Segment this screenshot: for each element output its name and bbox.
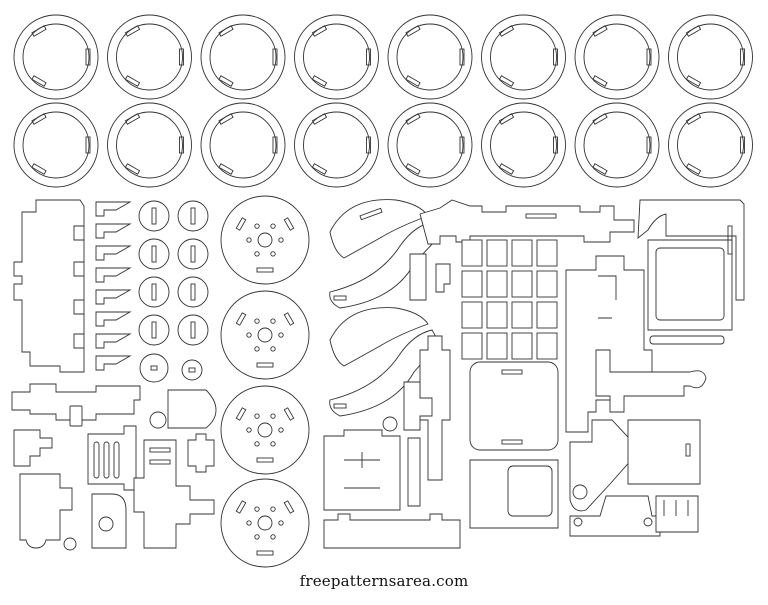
- small-disc: [177, 314, 209, 346]
- fin-piece: [95, 289, 132, 305]
- small-disc: [177, 238, 209, 270]
- ring-washer: [13, 14, 99, 100]
- cross-bracket-piece: [133, 439, 215, 549]
- ring-washer: [200, 102, 286, 188]
- grille-plate: [87, 411, 167, 491]
- ring-washer-group: [13, 14, 753, 188]
- ring-washer: [107, 102, 192, 188]
- small-disc: [177, 276, 209, 308]
- base-strip-piece: [323, 513, 461, 549]
- small-disc: [138, 276, 170, 308]
- gear-wheel: [220, 195, 310, 285]
- top-frame-bar: [419, 199, 745, 301]
- fin-piece: [95, 245, 132, 261]
- comb-frame-piece: [13, 199, 85, 373]
- gear-wheel-group: [220, 195, 310, 568]
- lower-right-link: [569, 419, 701, 512]
- gear-wheel: [220, 290, 310, 380]
- ring-washer: [387, 102, 473, 188]
- fin-piece: [95, 223, 132, 239]
- small-square-piece: [187, 433, 215, 473]
- clip-piece: [13, 429, 127, 551]
- small-disc: [181, 359, 203, 381]
- battery-panel: [323, 429, 401, 511]
- fin-piece: [95, 267, 132, 283]
- grid-window: [511, 239, 533, 267]
- grid-window: [536, 270, 558, 298]
- grid-window: [536, 301, 558, 329]
- grid-window: [511, 332, 533, 360]
- wing-cam-upper: [329, 199, 441, 309]
- hook-arm-piece: [595, 349, 707, 413]
- ring-washer: [13, 102, 99, 188]
- fin-piece: [95, 355, 132, 371]
- window-grid-panel: [461, 239, 558, 360]
- grid-window: [511, 301, 533, 329]
- fin-piece: [95, 201, 132, 217]
- grid-window: [486, 332, 508, 360]
- grid-window: [461, 270, 483, 298]
- ring-washer: [668, 14, 753, 100]
- fin-pieces: [95, 201, 132, 371]
- gear-wheel: [220, 478, 310, 568]
- small-linkage-pieces: [382, 253, 451, 507]
- truck-chassis-piece: [569, 495, 699, 537]
- small-disc: [177, 200, 209, 232]
- ring-washer: [387, 14, 473, 100]
- ring-washer: [200, 14, 286, 100]
- side-frame-piece: [565, 255, 653, 433]
- site-credit-text: freepatternsarea.com: [299, 572, 469, 590]
- screen-frame-piece: [647, 225, 733, 345]
- small-disc: [139, 353, 169, 383]
- ring-washer: [294, 14, 379, 100]
- grid-window: [486, 270, 508, 298]
- ring-washer: [574, 14, 660, 100]
- ring-washer: [481, 102, 566, 188]
- grid-window: [511, 270, 533, 298]
- framed-box-piece: [469, 459, 559, 529]
- grid-window: [486, 301, 508, 329]
- grid-window: [461, 301, 483, 329]
- ring-washer: [574, 102, 660, 188]
- small-disc: [138, 314, 170, 346]
- ring-washer: [668, 102, 753, 188]
- grid-window: [536, 239, 558, 267]
- grid-window: [461, 239, 483, 267]
- ring-washer: [481, 14, 566, 100]
- grid-window: [536, 332, 558, 360]
- small-disc-group: [138, 200, 209, 383]
- small-disc: [138, 238, 170, 270]
- small-disc: [138, 200, 170, 232]
- ring-washer: [107, 14, 192, 100]
- fin-piece: [95, 311, 132, 327]
- base-bracket-piece: [11, 383, 217, 429]
- fin-piece: [95, 333, 132, 349]
- gear-wheel: [220, 385, 310, 475]
- ring-washer: [294, 102, 379, 188]
- rounded-panel: [469, 361, 559, 451]
- grid-window: [486, 239, 508, 267]
- grid-window: [461, 332, 483, 360]
